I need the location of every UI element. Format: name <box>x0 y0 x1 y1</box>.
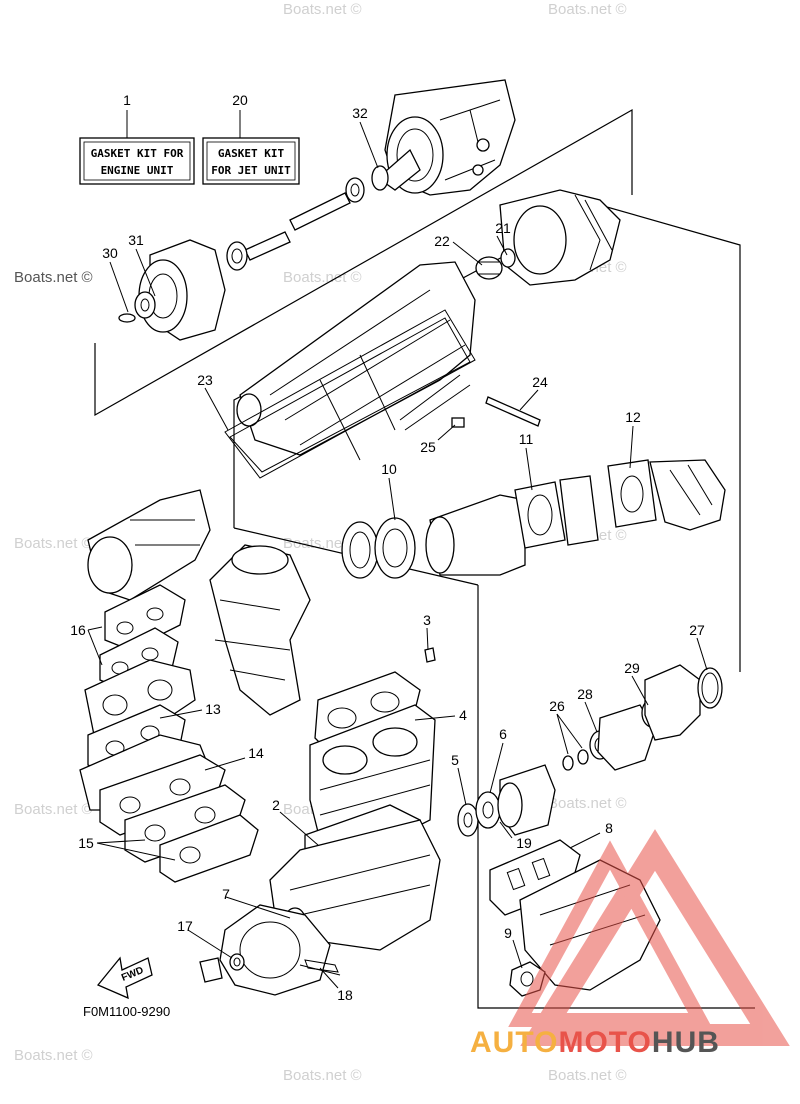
exhaust-manifold-top <box>649 459 726 531</box>
callout-15: 15 <box>78 835 94 851</box>
callout-26: 26 <box>549 698 565 714</box>
o-rings-26 <box>562 749 589 771</box>
hose-bar <box>485 396 541 427</box>
small-clip <box>399 374 471 431</box>
exhaust-joint-gasket-10 <box>341 517 416 579</box>
jet-gasket-kit-box: GASKET KIT FOR JET UNIT <box>202 137 300 185</box>
impeller-cone <box>371 148 421 191</box>
callout-4: 4 <box>459 707 467 723</box>
logo-triangle-icon <box>508 829 790 1046</box>
logo-text: AUTOMOTOHUB <box>470 1026 720 1059</box>
watermark: Boats.net © <box>283 269 362 286</box>
exhaust-gasket-12 <box>607 459 657 528</box>
watermark: Boats.net © <box>283 1067 362 1084</box>
bearing-housing <box>597 704 656 771</box>
callout-16: 16 <box>70 622 86 638</box>
callout-13: 13 <box>205 701 221 717</box>
diagram-code: F0M1100-9290 <box>83 1004 170 1019</box>
watermark: Boats.net © <box>14 269 93 286</box>
muffler-body <box>236 261 476 461</box>
callout-27: 27 <box>689 622 705 638</box>
flywheel-cover <box>219 904 341 996</box>
seal-17 <box>229 953 245 971</box>
callout-2: 2 <box>272 797 280 813</box>
seal-ring-6 <box>475 791 501 829</box>
callout-3: 3 <box>423 612 431 628</box>
callout-22: 22 <box>434 233 450 249</box>
callout-31: 31 <box>128 232 144 248</box>
engine-kit-line1: GASKET KIT FOR <box>91 147 184 160</box>
exhaust-gasket-11 <box>514 475 599 549</box>
stator-housing <box>475 189 621 286</box>
callout-labels: 1 20 32 31 30 22 21 23 24 25 10 11 12 16… <box>70 92 705 1003</box>
watermark: Boats.net © <box>14 1047 93 1064</box>
callout-11: 11 <box>519 431 534 447</box>
jet-kit-line2: FOR JET UNIT <box>211 164 291 177</box>
exhaust-chamber <box>425 494 526 576</box>
callout-1: 1 <box>123 92 131 108</box>
callout-23: 23 <box>197 372 213 388</box>
callout-5: 5 <box>451 752 459 768</box>
callout-30: 30 <box>102 245 118 261</box>
watermark: Boats.net © <box>548 1 627 18</box>
pump-cover <box>644 664 701 741</box>
callout-10: 10 <box>381 461 397 477</box>
callout-9: 9 <box>504 925 512 941</box>
automotohub-logo: AUTOMOTOHUB <box>470 829 790 1059</box>
seal-ring-5 <box>457 803 479 837</box>
callout-18: 18 <box>337 987 353 1003</box>
air-silencer <box>87 489 211 601</box>
callout-7: 7 <box>222 886 230 902</box>
callout-19: 19 <box>516 835 532 851</box>
intermediate-housing <box>118 239 226 341</box>
callout-29: 29 <box>624 660 640 676</box>
callout-8: 8 <box>605 820 613 836</box>
drive-shaft <box>226 177 365 271</box>
watermark: Boats.net © <box>548 795 627 812</box>
fwd-direction-arrow: FWD <box>96 956 153 1000</box>
logo-part-hub: HUB <box>652 1026 720 1059</box>
callout-25: 25 <box>420 439 436 455</box>
watermark: Boats.net © <box>14 801 93 818</box>
coupling-housing <box>497 764 556 836</box>
engine-gasket-kit-box: GASKET KIT FOR ENGINE UNIT <box>79 137 195 185</box>
leader-lines <box>87 110 708 989</box>
callout-6: 6 <box>499 726 507 742</box>
small-bracket <box>199 957 223 983</box>
callout-20: 20 <box>232 92 248 108</box>
plug-3 <box>424 647 436 663</box>
callout-14: 14 <box>248 745 264 761</box>
callout-12: 12 <box>625 409 641 425</box>
watermark-layer: Boats.net © Boats.net © Boats.net © Boat… <box>14 1 627 1084</box>
logo-part-auto: AUTO <box>470 1026 558 1059</box>
watermark: Boats.net © <box>283 1 362 18</box>
logo-part-moto: MOTO <box>558 1026 651 1059</box>
muffler-gasket <box>224 309 476 479</box>
callout-32: 32 <box>352 105 368 121</box>
exhaust-pipe-elbow <box>209 544 311 716</box>
watermark: Boats.net © <box>548 1067 627 1084</box>
engine-kit-line2: ENGINE UNIT <box>101 164 174 177</box>
reed-valve-gasket-15 <box>124 784 259 883</box>
watermark: Boats.net © <box>14 535 93 552</box>
jet-kit-line1: GASKET KIT <box>218 147 285 160</box>
callout-28: 28 <box>577 686 593 702</box>
callout-24: 24 <box>532 374 548 390</box>
cover-gasket-18 <box>304 959 339 973</box>
o-ring-27 <box>697 667 723 709</box>
callout-17: 17 <box>177 918 193 934</box>
crankcase <box>269 819 441 951</box>
callout-21: 21 <box>495 220 511 236</box>
